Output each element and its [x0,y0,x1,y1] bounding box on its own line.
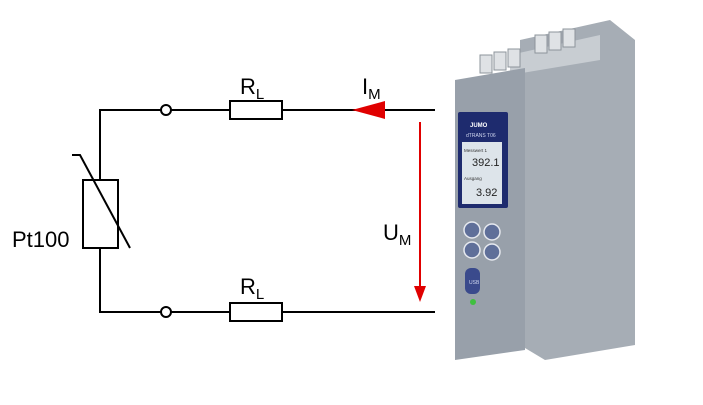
im-sub: M [368,86,381,103]
rl-top-sub: L [256,86,264,103]
jumo-dtrans-device: JUMO dTRANS T06 Messwert 1 392.1 Ausgang… [455,20,635,360]
svg-text:Pt100: Pt100 [12,227,70,252]
back-button[interactable] [483,223,501,241]
svg-text:RL: RL [240,274,264,303]
usb-port-cover[interactable] [465,268,480,294]
terminal-top [160,104,172,116]
bottom-wire [99,248,435,313]
usb-label: USB [469,280,480,286]
model-name: dTRANS T06 [466,133,496,139]
display-line2-label: Ausgang [464,176,482,181]
rl-bottom-sub: L [256,286,264,303]
pt100-temperature-slash [72,154,131,249]
line-resistor-bottom [229,302,283,322]
um-label: U [383,220,399,245]
menu-button[interactable] [483,243,501,261]
current-arrow-icon [352,101,385,119]
voltage-arrow-icon [414,122,426,302]
rl-bottom-label: R [240,274,256,299]
brand-logo: JUMO [470,123,488,129]
um-sub: M [399,232,412,249]
down-button[interactable] [463,241,481,259]
svg-text:UM: UM [383,220,411,249]
display-line1-label: Messwert 1 [464,148,488,153]
circuit [72,100,435,322]
terminal-bottom [160,306,172,318]
im-label: I [362,74,368,99]
line-resistor-top [229,100,283,120]
display-line1-value: 392.1 [472,157,500,169]
pt100-label: Pt100 [12,227,70,252]
status-led [470,299,476,305]
svg-text:RL: RL [240,74,264,103]
svg-text:IM: IM [362,74,381,103]
up-button[interactable] [463,221,481,239]
display-line2-value: 3.92 [476,187,497,199]
top-wire [99,109,435,180]
rl-top-label: R [240,74,256,99]
